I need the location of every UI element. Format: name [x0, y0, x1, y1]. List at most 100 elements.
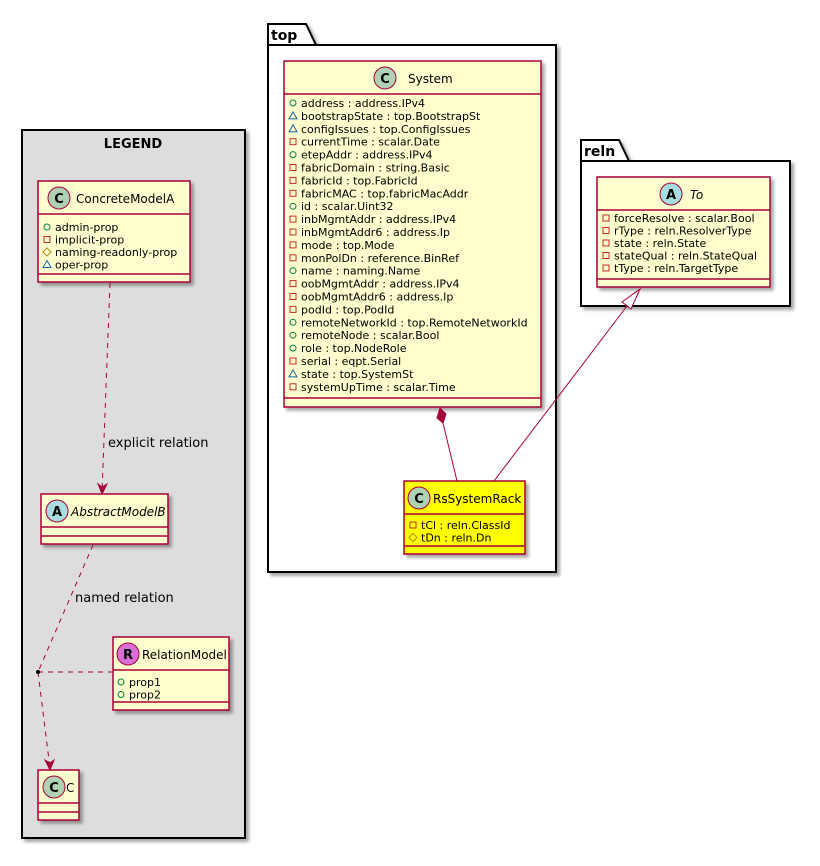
attribute-text: inbMgmtAddr6 : address.Ip: [301, 226, 450, 239]
private-visibility-icon: [289, 241, 297, 249]
svg-text:C: C: [380, 72, 390, 87]
explicit-relation-label: explicit relation: [108, 436, 208, 451]
attribute-text: fabricMAC : top.fabricMacAddr: [301, 187, 469, 200]
named-relation-label: named relation: [75, 591, 174, 606]
private-visibility-icon: [409, 521, 417, 529]
public-visibility-icon: [289, 318, 297, 326]
package-visibility-icon: [42, 259, 52, 268]
package-visibility-icon: [288, 368, 298, 378]
legend-c-model[interactable]: C C: [37, 769, 80, 821]
legend-concrete-model[interactable]: C ConcreteModelA admin-propimplicit-prop…: [37, 180, 191, 283]
private-visibility-icon: [602, 214, 610, 222]
class-name: AbstractModelB: [70, 505, 166, 519]
attribute-text: systemUpTime : scalar.Time: [301, 381, 456, 394]
named-relation-edge: named relation: [36, 544, 174, 772]
private-visibility-icon: [289, 254, 297, 262]
class-name: System: [408, 72, 453, 86]
protected-visibility-icon: [408, 532, 418, 543]
abstract-a-icon: A: [45, 499, 69, 523]
package-label: reln: [584, 144, 615, 160]
attribute-text: state : top.SystemSt: [301, 368, 414, 381]
class-c-icon: C: [42, 775, 66, 799]
relation-r-icon: R: [116, 642, 140, 666]
attribute-text: configIssues : top.ConfigIssues: [301, 123, 471, 136]
attribute-text: remoteNode : scalar.Bool: [301, 329, 439, 342]
public-visibility-icon: [289, 99, 297, 107]
attribute-list: admin-propimplicit-propnaming-readonly-p…: [42, 221, 177, 272]
class-name: RelationModel: [142, 648, 227, 662]
attribute-text: address : address.IPv4: [301, 97, 425, 110]
private-visibility-icon: [602, 227, 610, 234]
attribute-text: podId : top.PodId: [301, 303, 394, 316]
public-visibility-icon: [289, 344, 297, 352]
svg-text:A: A: [52, 505, 62, 520]
protected-visibility-icon: [42, 247, 52, 257]
svg-text:R: R: [123, 648, 133, 663]
private-visibility-icon: [289, 305, 297, 313]
class-name: C: [66, 781, 74, 795]
class-c-icon: C: [47, 186, 71, 210]
private-visibility-icon: [289, 228, 297, 236]
explicit-relation-edge: explicit relation: [96, 282, 208, 496]
attribute-text: prop1: [129, 676, 161, 689]
public-visibility-icon: [289, 151, 297, 159]
svg-text:A: A: [666, 188, 676, 203]
private-visibility-icon: [289, 189, 297, 197]
attribute-text: state : reln.State: [614, 237, 706, 250]
attribute-text: fabricId : top.FabricId: [301, 174, 418, 187]
public-visibility-icon: [289, 267, 297, 275]
svg-text:C: C: [54, 192, 64, 207]
attribute-text: tDn : reln.Dn: [421, 532, 491, 545]
class-c-icon: C: [373, 66, 397, 90]
private-visibility-icon: [602, 264, 610, 272]
private-visibility-icon: [289, 383, 297, 391]
private-visibility-icon: [289, 357, 297, 365]
private-visibility-icon: [289, 164, 297, 171]
attribute-text: bootstrapState : top.BootstrapSt: [301, 110, 481, 123]
private-visibility-icon: [289, 215, 297, 223]
attribute-text: oobMgmtAddr : address.IPv4: [301, 278, 460, 291]
public-visibility-icon: [117, 691, 125, 698]
private-visibility-icon: [602, 239, 610, 247]
attribute-text: implicit-prop: [55, 234, 124, 247]
system-class[interactable]: C System address : address.IPv4bootstrap…: [283, 60, 542, 408]
attribute-text: inbMgmtAddr : address.IPv4: [301, 213, 456, 226]
class-name: To: [690, 188, 703, 202]
attribute-text: oobMgmtAddr6 : address.Ip: [301, 291, 453, 304]
private-visibility-icon: [289, 280, 297, 288]
attribute-text: mode : top.Mode: [301, 239, 395, 252]
package-label: top: [271, 28, 297, 44]
legend-title: LEGEND: [104, 137, 163, 152]
public-visibility-icon: [117, 678, 125, 686]
package-visibility-icon: [288, 123, 298, 133]
attribute-text: prop2: [129, 689, 161, 702]
inheritance-edge: [493, 287, 642, 482]
private-visibility-icon: [289, 138, 297, 146]
attribute-text: tType : reln.TargetType: [614, 262, 738, 275]
class-c-icon: C: [407, 486, 431, 510]
attribute-text: serial : eqpt.Serial: [301, 355, 401, 368]
private-visibility-icon: [43, 236, 51, 243]
attribute-text: fabricDomain : string.Basic: [301, 162, 450, 175]
abstract-a-icon: A: [659, 182, 683, 206]
attribute-text: naming-readonly-prop: [55, 246, 177, 259]
attribute-text: monPolDn : reference.BinRef: [301, 252, 460, 265]
public-visibility-icon: [43, 223, 51, 231]
svg-text:C: C: [414, 492, 424, 507]
attribute-text: name : naming.Name: [301, 265, 421, 278]
private-visibility-icon: [289, 176, 297, 184]
package-visibility-icon: [288, 110, 298, 120]
attribute-text: role : top.NodeRole: [301, 342, 407, 355]
attribute-text: etepAddr : address.IPv4: [301, 149, 432, 162]
attribute-text: forceResolve : scalar.Bool: [614, 212, 755, 225]
legend-abstract-model[interactable]: A AbstractModelB: [40, 493, 169, 545]
attribute-text: admin-prop: [55, 221, 118, 234]
